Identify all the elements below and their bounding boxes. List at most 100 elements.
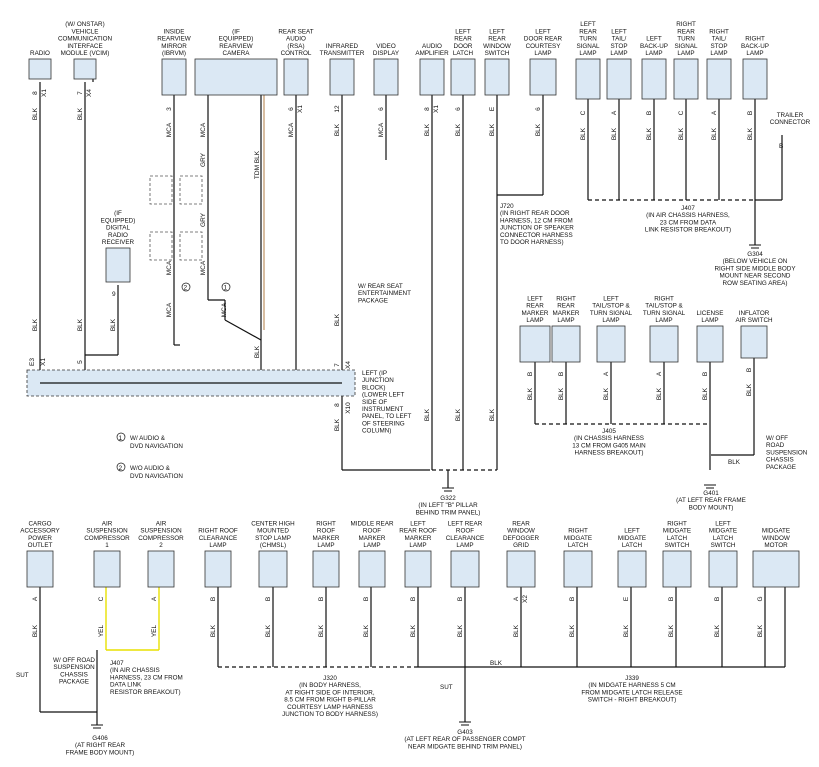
wire-color-label: BLK — [746, 383, 753, 396]
pin-label: A — [603, 371, 610, 376]
wire-color-label: YEL — [151, 624, 158, 637]
component-box — [404, 550, 432, 588]
component-box — [696, 325, 724, 363]
wire-mca-label-3: MCA — [166, 302, 173, 317]
jb-conn-x1: X1 — [40, 358, 47, 366]
wire-color-label: BLK — [489, 123, 496, 136]
wire-color-label: MCA — [200, 122, 207, 137]
component-box — [606, 58, 632, 100]
wire-color-label: YEL — [98, 624, 105, 637]
wire-color-label: BLK — [527, 387, 534, 400]
legend-1-num: 1 — [119, 435, 123, 442]
wire-blk-label-8: BLK — [489, 408, 496, 421]
component-box — [204, 550, 232, 588]
component-box — [358, 550, 386, 588]
digital-radio-wire: BLK — [110, 318, 117, 331]
wire-color-label: BLK — [558, 387, 565, 400]
component-box — [706, 58, 732, 100]
j407-top-label: J407(IN AIR CHASSIS HARNESS,23 CM FROM D… — [645, 205, 731, 234]
digital-radio-pin: 9 — [112, 291, 116, 298]
pin-label: B — [363, 597, 370, 601]
pin-label: B — [265, 597, 272, 601]
wire-gry-label: GRY — [200, 152, 207, 167]
component-box — [373, 58, 399, 96]
wire-color-label: BLK — [711, 127, 718, 140]
component-box — [506, 550, 536, 588]
wire-color-label: BLK — [457, 624, 464, 637]
pin-label: B — [527, 372, 534, 376]
wire-blk-label-2: BLK — [32, 318, 39, 331]
pin-label: B — [558, 372, 565, 376]
wire-blk-label-3: BLK — [77, 318, 84, 331]
jb-pin-e3: E3 — [29, 358, 36, 366]
wire-color-label: BLK — [603, 387, 610, 400]
wire-color-label: BLK — [611, 127, 618, 140]
pin-label: E — [623, 596, 630, 601]
wire-blk-label-7: BLK — [455, 408, 462, 421]
component-box — [575, 58, 601, 100]
wire-color-label: BLK — [714, 624, 721, 637]
component-box — [662, 550, 692, 588]
wire-color-label: BLK — [363, 624, 370, 637]
legend-2-num: 2 — [119, 465, 123, 472]
component-box — [28, 58, 52, 80]
component-box — [708, 550, 738, 588]
connector-label: X2 — [522, 595, 529, 603]
legend-1-text2: DVD NAVIGATION — [130, 443, 183, 450]
shield-note-1: 1 — [224, 285, 228, 292]
ground-symbols — [91, 244, 761, 729]
shield-note-markers: 2 1 — [181, 282, 231, 292]
wire-color-label: BLK — [678, 127, 685, 140]
pin-label: A — [656, 371, 663, 376]
shield-note-2: 2 — [184, 285, 188, 292]
component-box — [450, 58, 476, 96]
connector-label: X1 — [41, 89, 48, 97]
component-box — [419, 58, 445, 96]
wire-color-label: BLK — [757, 624, 764, 637]
wire-color-label: MCA — [288, 122, 295, 137]
component-box — [147, 550, 175, 588]
wire-mca-label: MCA — [200, 260, 207, 275]
component-box — [563, 550, 593, 588]
connector-label: X4 — [86, 89, 93, 97]
jb-pin-5: 5 — [77, 360, 84, 364]
pin-label: A — [151, 596, 158, 601]
wire-blk-label-5: BLK — [334, 418, 341, 431]
